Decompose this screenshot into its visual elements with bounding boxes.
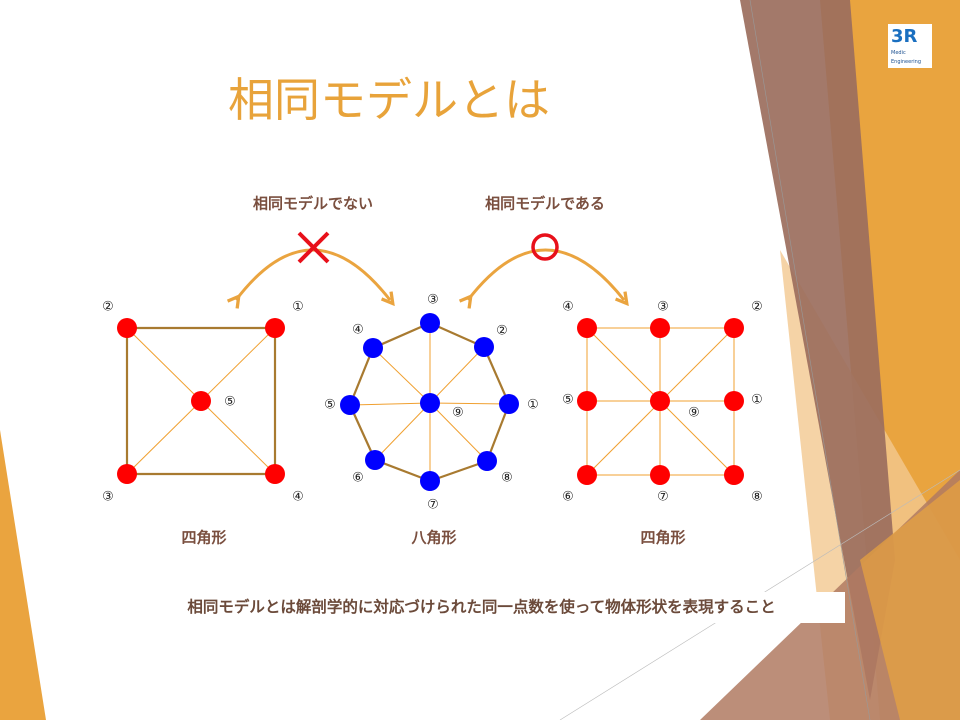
inner-edge (372, 347, 431, 404)
node (420, 471, 440, 491)
node-label: ④ (292, 490, 304, 505)
node (650, 391, 670, 411)
node (650, 318, 670, 338)
node-label: ⑥ (562, 490, 574, 505)
inner-edge (429, 402, 488, 462)
node-label: ① (751, 393, 763, 408)
svg-text:Engineering: Engineering (891, 59, 921, 65)
company-logo: 3R Medic Engineering (888, 24, 932, 68)
outer-edge (348, 404, 377, 461)
node-label: ② (751, 300, 763, 315)
node (577, 465, 597, 485)
circle-mark (531, 233, 559, 261)
node-label: ⑤ (562, 393, 574, 408)
inner-edge (126, 400, 202, 475)
node (363, 338, 383, 358)
node-label: ⑥ (352, 471, 364, 486)
svg-text:Medic: Medic (891, 50, 906, 56)
header-not-homologous: 相同モデルでない (253, 195, 373, 213)
arrow-not-homologous (236, 248, 390, 300)
inner-edge (429, 402, 510, 405)
inner-edge (126, 327, 202, 402)
node-label: ② (102, 300, 114, 315)
node (420, 313, 440, 333)
node-label: ⑨ (688, 406, 700, 421)
logo-mark: 3R (891, 26, 918, 47)
node-label: ② (496, 324, 508, 339)
node (340, 395, 360, 415)
node-label: ① (527, 398, 539, 413)
node-label: ③ (657, 300, 669, 315)
node-label: ⑨ (452, 406, 464, 421)
cross-mark (297, 231, 330, 264)
node (420, 393, 440, 413)
outer-edge (429, 459, 488, 483)
company-logo-graphic: 3R Medic Engineering (891, 26, 921, 65)
header-homologous: 相同モデルである (485, 195, 605, 213)
node (117, 464, 137, 484)
node-label: ⑦ (657, 490, 669, 505)
inner-edge (374, 402, 431, 461)
node (191, 391, 211, 411)
node-label: ⑧ (751, 490, 763, 505)
node-label: ⑦ (427, 498, 439, 513)
node (477, 451, 497, 471)
node (650, 465, 670, 485)
node-label: ⑤ (224, 395, 236, 410)
node (724, 465, 744, 485)
inner-edge (200, 327, 276, 402)
shape-square: ① ② ③ ④ ⑤ (102, 300, 304, 505)
outer-edge (485, 403, 511, 462)
node (117, 318, 137, 338)
node-label: ③ (102, 490, 114, 505)
caption-grid-square: 四角形 (640, 529, 685, 547)
node (365, 450, 385, 470)
arrow-homologous (468, 248, 624, 300)
node-label: ① (292, 300, 304, 315)
node-label: ④ (562, 300, 574, 315)
node (577, 318, 597, 338)
node-label: ③ (427, 293, 439, 308)
node (499, 394, 519, 414)
slide-title: 相同モデルとは (228, 73, 550, 127)
shape-octagon: ① ② ③ ④ ⑤ ⑥ ⑦ ⑧ ⑨ (324, 293, 539, 513)
node (474, 337, 494, 357)
node (265, 464, 285, 484)
outer-edge (372, 321, 431, 350)
shape-grid-square: ① ② ③ ④ ⑤ ⑥ ⑦ ⑧ ⑨ (562, 300, 763, 505)
node-label: ⑧ (501, 471, 513, 486)
node (577, 391, 597, 411)
node (724, 391, 744, 411)
node-label: ④ (352, 323, 364, 338)
node (265, 318, 285, 338)
node-label: ⑤ (324, 398, 336, 413)
inner-edge (200, 400, 276, 475)
node (724, 318, 744, 338)
caption-square: 四角形 (181, 529, 226, 547)
inner-edge (349, 402, 431, 406)
outer-edge (348, 347, 375, 406)
outer-edge (482, 346, 511, 405)
caption-octagon: 八角形 (410, 529, 456, 547)
summary-text: 相同モデルとは解剖学的に対応づけられた同一点数を使って物体形状を表現すること (118, 592, 845, 623)
inner-edge (429, 346, 485, 404)
